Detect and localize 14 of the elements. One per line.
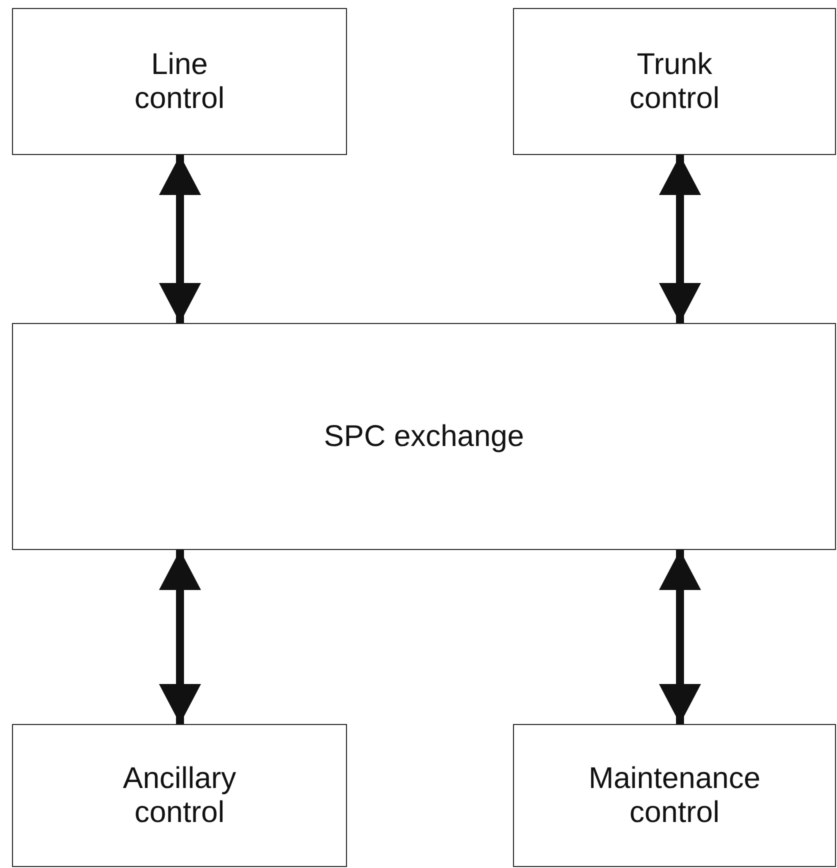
box-label: Maintenance control — [588, 762, 760, 830]
process-box — [12, 8, 347, 155]
box-label: Trunk control — [629, 48, 720, 116]
box-label: Line control — [134, 48, 225, 116]
process-box — [12, 323, 836, 550]
process-box — [513, 724, 836, 867]
box-label: SPC exchange — [324, 420, 524, 454]
process-box — [513, 8, 836, 155]
box-label: Ancillary control — [122, 762, 236, 830]
double-arrow — [659, 155, 701, 323]
double-arrow — [159, 550, 201, 724]
double-arrow — [659, 550, 701, 724]
double-arrow — [159, 155, 201, 323]
process-box — [12, 724, 347, 867]
